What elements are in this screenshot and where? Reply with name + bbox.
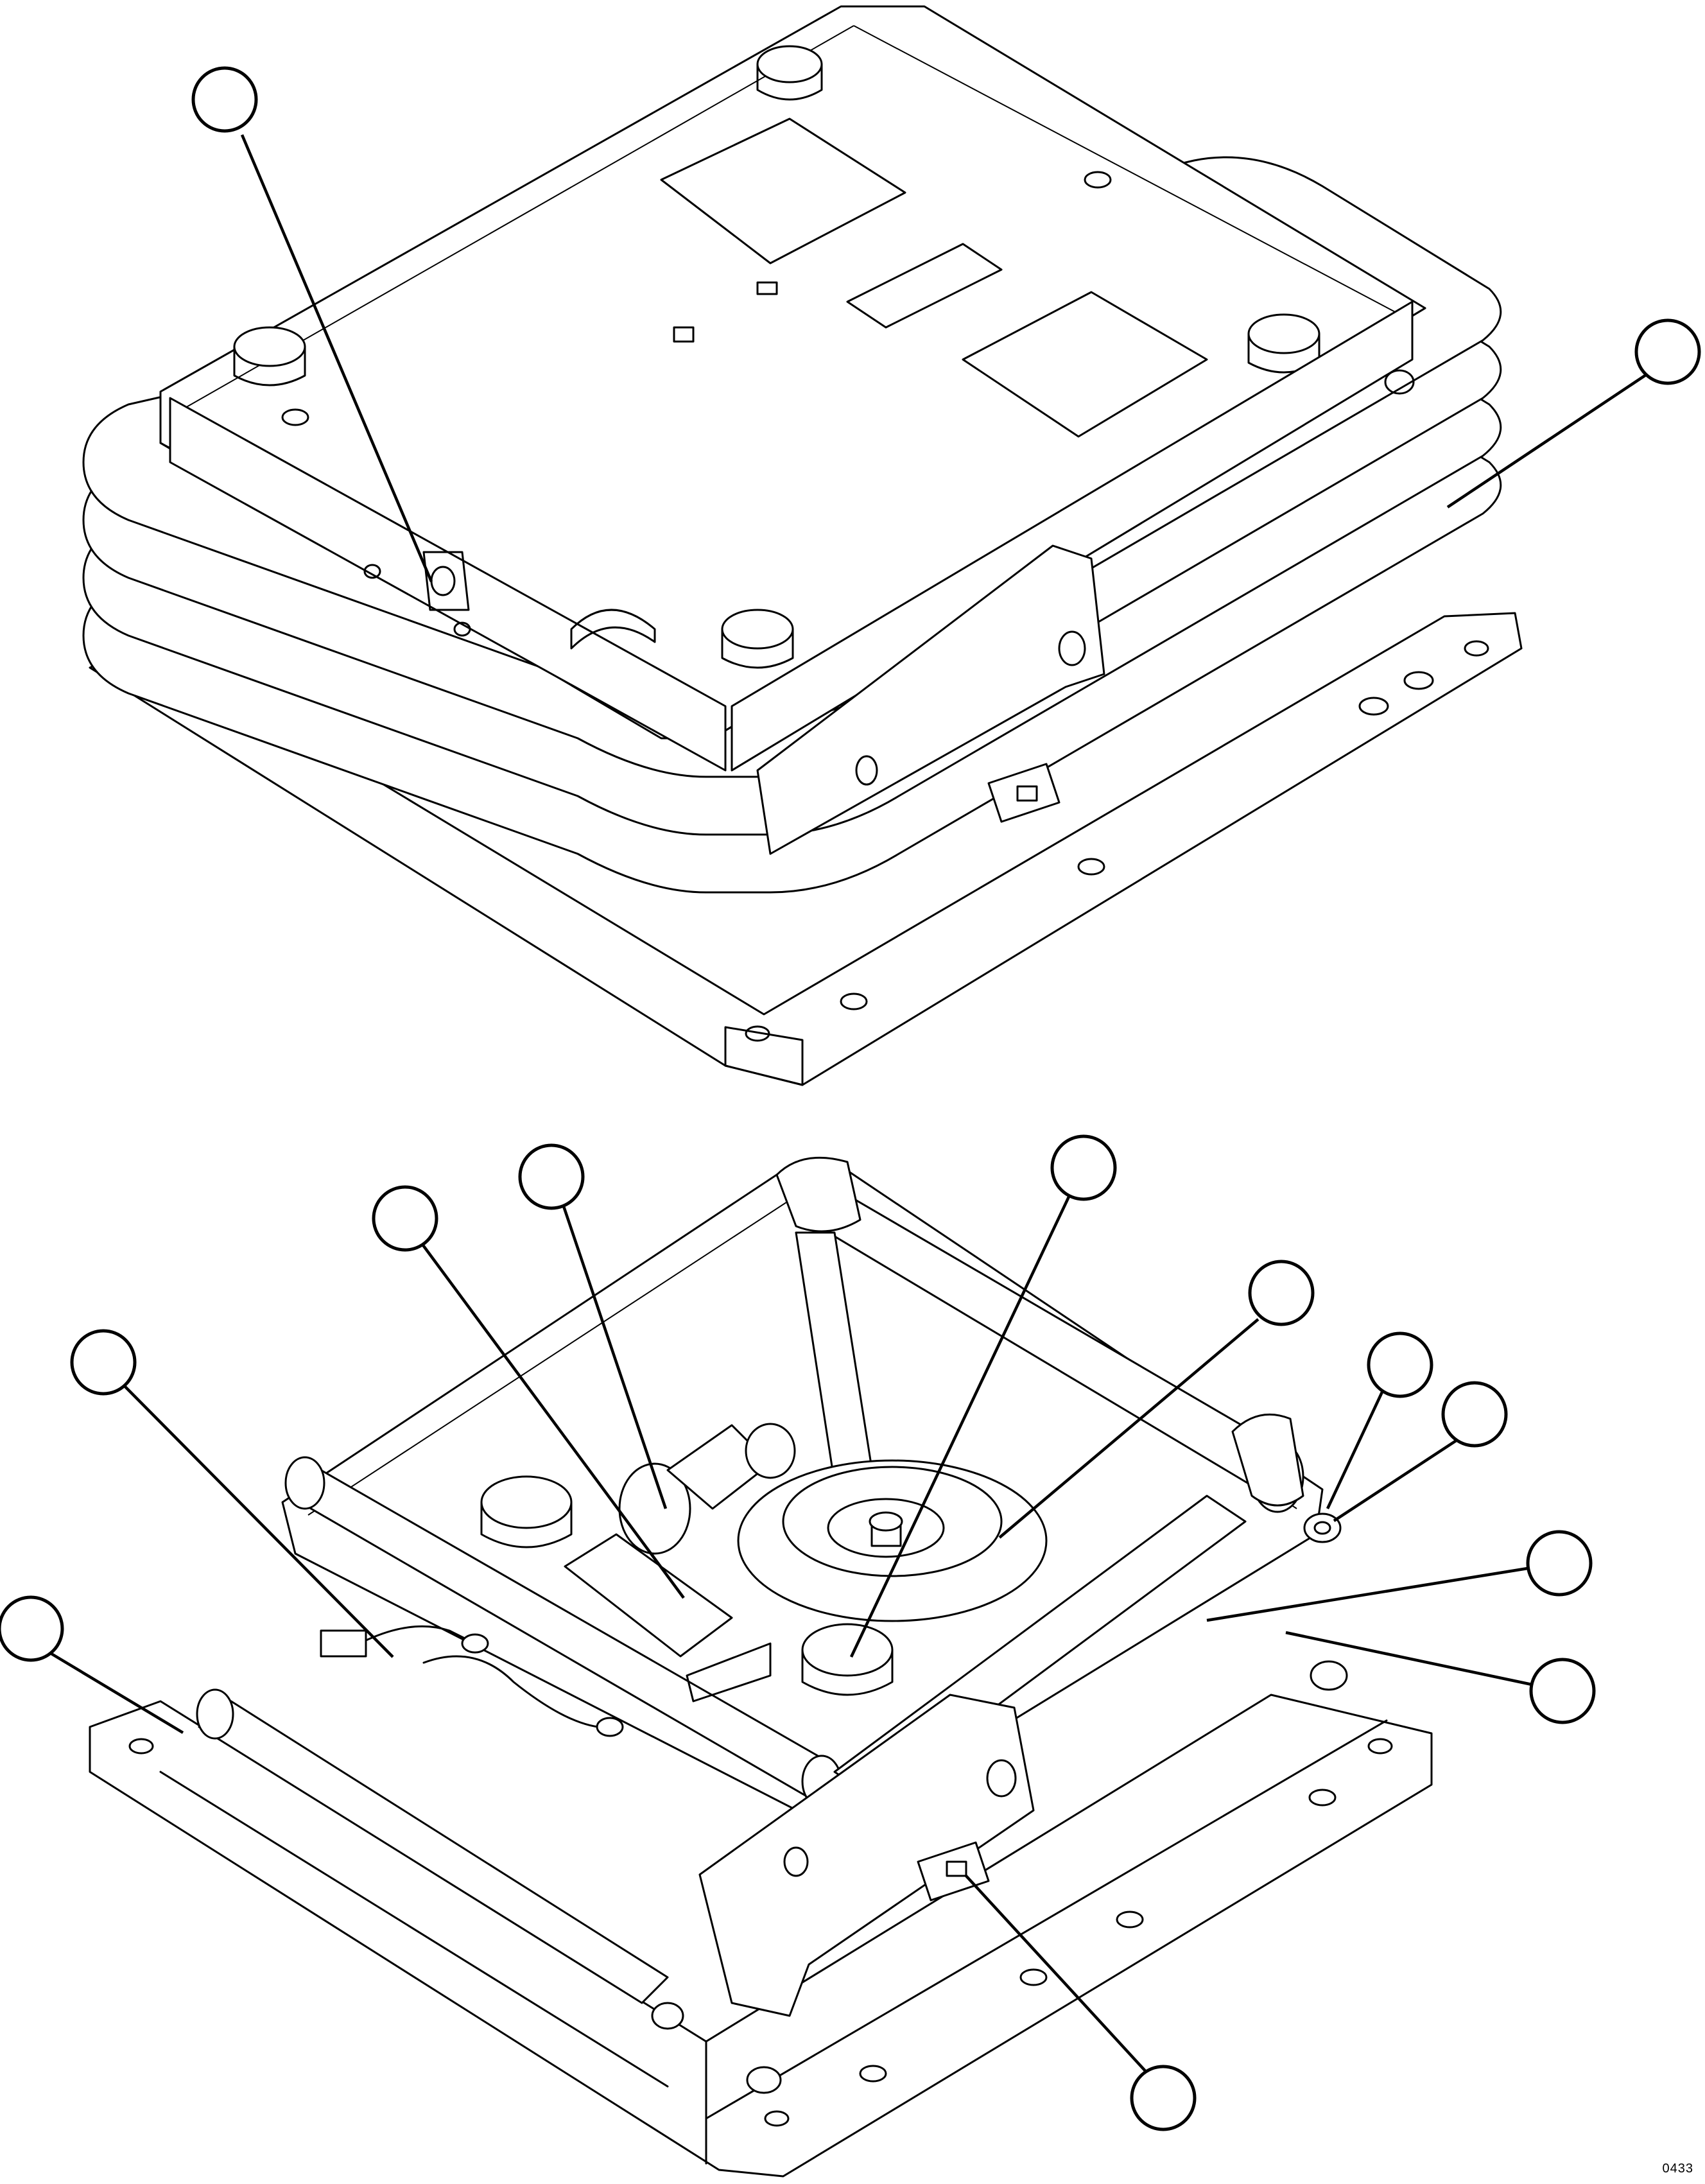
callout-marker [372, 1185, 438, 1252]
rubber-stop [722, 610, 793, 668]
callout-marker [1050, 1134, 1117, 1201]
leader-line [242, 135, 431, 582]
connector-plug [918, 1842, 989, 1900]
air-spring [738, 1460, 1046, 1621]
lower-view-suspension-mechanism [0, 1134, 1596, 2176]
callout-marker [1526, 1530, 1593, 1597]
pivot-nut [1304, 1514, 1340, 1542]
callout-group-upper [191, 66, 1701, 582]
pivot-nut [1311, 1661, 1347, 1690]
leader-line [1286, 1633, 1535, 1685]
scissor-arm [796, 1233, 873, 1483]
leader-line [121, 1382, 393, 1657]
leader-line [1334, 1439, 1459, 1521]
leader-line [422, 1244, 684, 1598]
callout-marker [0, 1595, 64, 1662]
pivot-nut [652, 2003, 683, 2029]
callout-marker [1441, 1381, 1508, 1448]
upper-top-plate [160, 6, 1425, 854]
leader-line [564, 1206, 666, 1509]
leader-line [1328, 1388, 1384, 1509]
lower-front-tube [197, 1690, 668, 2003]
rubber-stop [234, 327, 305, 385]
callout-marker [1367, 1331, 1433, 1398]
rubber-stop [757, 46, 822, 100]
leader-line [1000, 1319, 1258, 1538]
callout-marker [1130, 2065, 1197, 2131]
callout-group-lower [0, 1134, 1596, 2131]
front-lever-bracket [700, 1695, 1034, 2016]
drawing-reference-code: 0433 [1662, 2162, 1693, 2176]
rubber-stop [1249, 315, 1319, 372]
callout-marker [1248, 1260, 1315, 1326]
upper-cross-tube [777, 1157, 1303, 1512]
leader-line [1448, 372, 1650, 507]
callout-marker [1634, 318, 1701, 385]
leader-line [965, 1875, 1147, 2073]
shock-absorber [565, 1424, 795, 1656]
callout-marker [191, 66, 258, 133]
callout-marker [70, 1329, 137, 1396]
leader-line [851, 1195, 1069, 1657]
control-valve [481, 1477, 892, 1701]
callout-marker [518, 1143, 585, 1210]
callout-marker [1529, 1658, 1596, 1724]
air-hose [321, 1626, 623, 1736]
leader-line [45, 1650, 183, 1733]
pivot-nut [747, 2067, 781, 2093]
leader-line [1207, 1568, 1532, 1620]
lower-base-frame [90, 1695, 1432, 2176]
upper-view-bellows-assembly [83, 6, 1701, 1085]
